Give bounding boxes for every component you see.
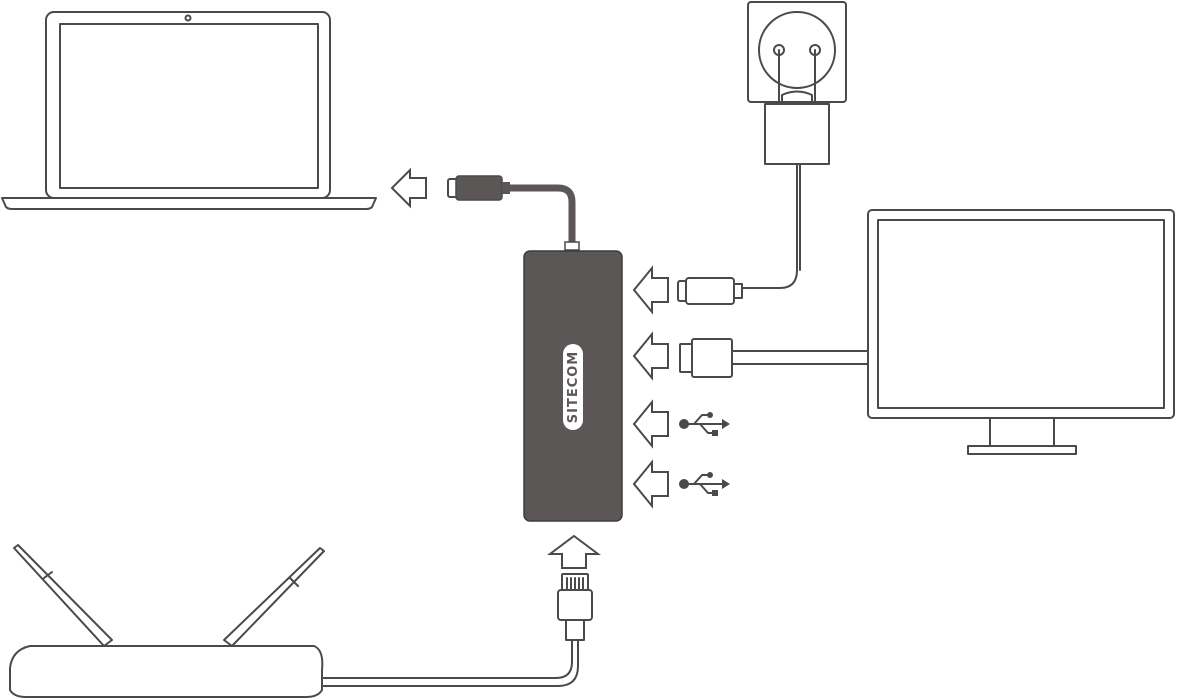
usb-c-host-cable bbox=[447, 175, 580, 251]
arrow-to-laptop bbox=[390, 167, 427, 209]
arrow-usb-a-port-2 bbox=[632, 459, 669, 509]
usb-symbol-icon bbox=[679, 472, 730, 496]
laptop-illustration bbox=[1, 11, 377, 210]
router-illustration bbox=[9, 544, 325, 698]
ethernet-cable bbox=[321, 573, 593, 687]
hub-brand-label: SITECOM bbox=[566, 351, 581, 423]
arrow-ethernet-in bbox=[547, 534, 601, 569]
monitor-illustration bbox=[867, 209, 1175, 455]
usb-c-power-plug bbox=[677, 277, 743, 305]
hdmi-cable bbox=[679, 338, 869, 378]
sitecom-hub: SITECOM bbox=[523, 250, 623, 522]
wall-socket-charger bbox=[741, 1, 847, 289]
brand-label-bg bbox=[563, 344, 583, 430]
arrow-hdmi-out bbox=[632, 331, 669, 381]
arrow-usb-c-power-in bbox=[632, 265, 669, 315]
usb-symbol-icon bbox=[679, 412, 730, 436]
arrow-usb-a-port-1 bbox=[632, 399, 669, 449]
